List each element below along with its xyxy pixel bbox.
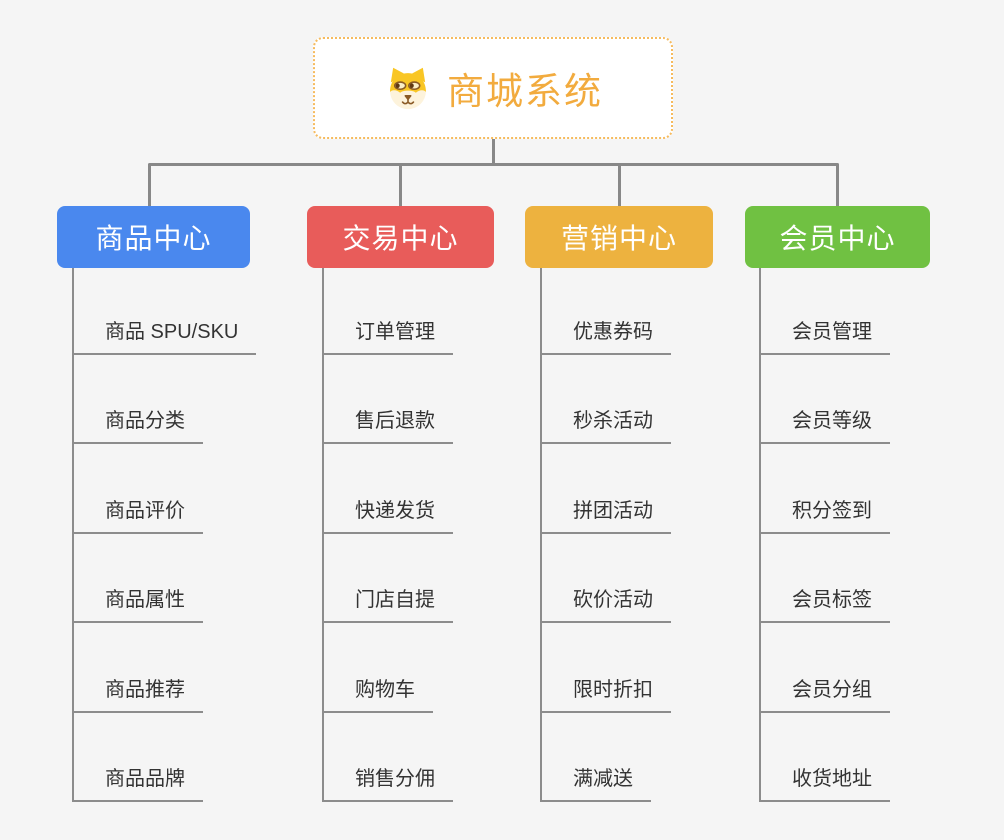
branch-header-product-center[interactable]: 商品中心 (57, 206, 250, 268)
leaf-node[interactable]: 商品评价 (72, 494, 203, 534)
leaf-node[interactable]: 会员标签 (759, 583, 890, 623)
root-node[interactable]: 商城系统 (313, 37, 673, 139)
branch-header-member-center[interactable]: 会员中心 (745, 206, 930, 268)
branch-spine-marketing-center (540, 268, 542, 802)
leaf-node[interactable]: 优惠券码 (540, 315, 671, 355)
dog-face-icon (383, 63, 433, 113)
leaf-node[interactable]: 砍价活动 (540, 583, 671, 623)
root-to-branches-connector (148, 139, 839, 207)
leaf-node[interactable]: 销售分佣 (322, 762, 453, 802)
branch-spine-trade-center (322, 268, 324, 802)
leaf-node[interactable]: 会员分组 (759, 673, 890, 713)
leaf-node[interactable]: 购物车 (322, 673, 433, 713)
leaf-node[interactable]: 会员等级 (759, 404, 890, 444)
branch-spine-member-center (759, 268, 761, 802)
leaf-node[interactable]: 秒杀活动 (540, 404, 671, 444)
leaf-node[interactable]: 限时折扣 (540, 673, 671, 713)
leaf-node[interactable]: 会员管理 (759, 315, 890, 355)
leaf-node[interactable]: 商品分类 (72, 404, 203, 444)
root-title: 商城系统 (447, 71, 603, 112)
leaf-node[interactable]: 满减送 (540, 762, 651, 802)
leaf-node[interactable]: 拼团活动 (540, 494, 671, 534)
leaf-node[interactable]: 收货地址 (759, 762, 890, 802)
leaf-node[interactable]: 商品属性 (72, 583, 203, 623)
leaf-node[interactable]: 售后退款 (322, 404, 453, 444)
leaf-node[interactable]: 门店自提 (322, 583, 453, 623)
leaf-node[interactable]: 订单管理 (322, 315, 453, 355)
branch-header-trade-center[interactable]: 交易中心 (307, 206, 494, 268)
branch-header-marketing-center[interactable]: 营销中心 (525, 206, 713, 268)
leaf-node[interactable]: 商品 SPU/SKU (72, 315, 257, 355)
leaf-node[interactable]: 商品推荐 (72, 673, 203, 713)
branch-spine-product-center (72, 268, 74, 802)
leaf-node[interactable]: 快递发货 (322, 494, 453, 534)
leaf-node[interactable]: 积分签到 (759, 494, 890, 534)
leaf-node[interactable]: 商品品牌 (72, 762, 203, 802)
